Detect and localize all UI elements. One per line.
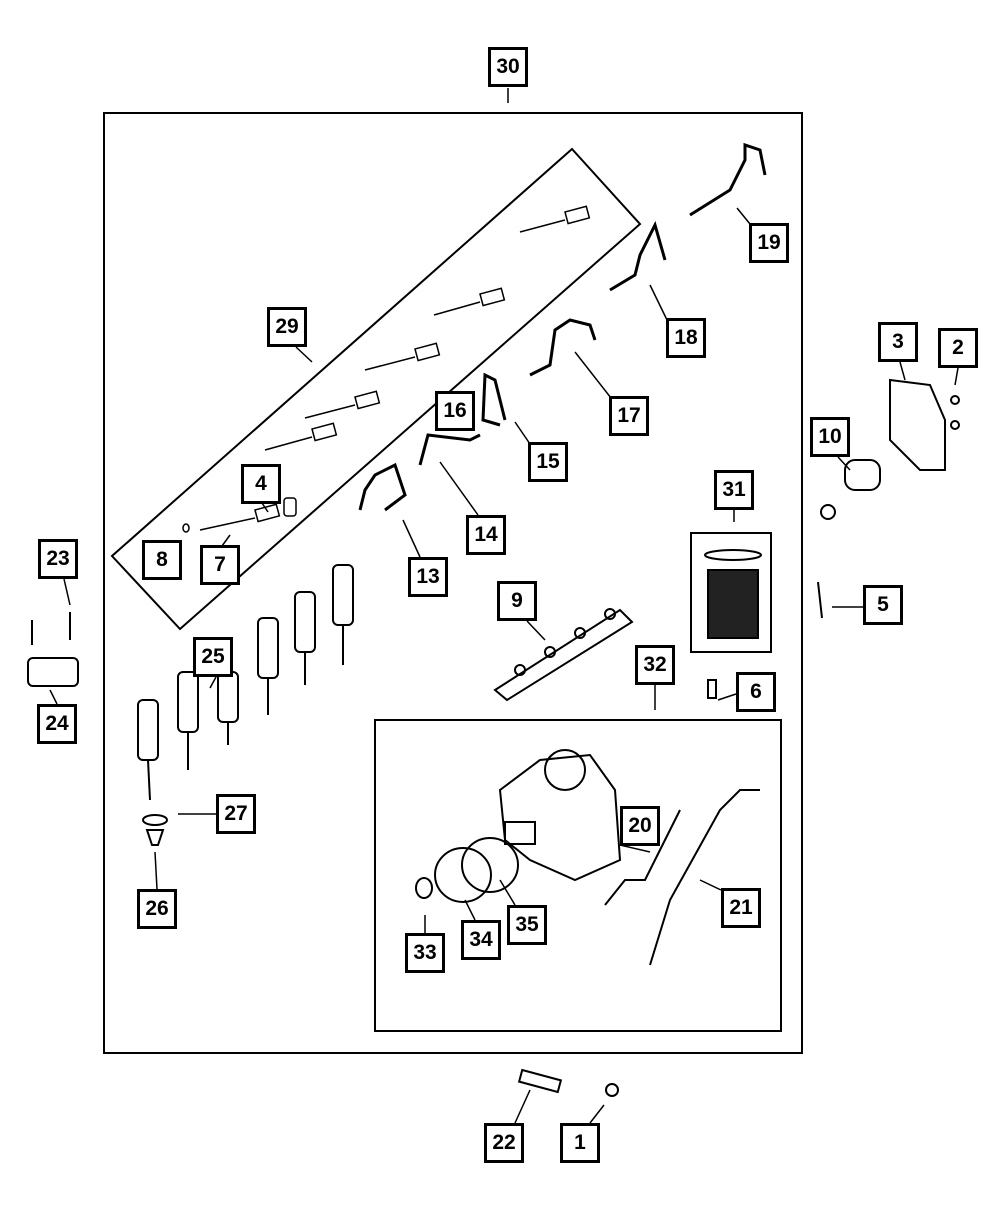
injectors: [137, 564, 354, 846]
callout-3: 3: [878, 322, 918, 362]
injector-tubes-29: [182, 205, 591, 533]
callout-19: 19: [749, 223, 789, 263]
callout-18: 18: [666, 318, 706, 358]
group-31-frame: [690, 532, 772, 653]
callout-23: 23: [38, 539, 78, 579]
group-29-frame: [110, 147, 642, 631]
callout-14: 14: [466, 515, 506, 555]
callout-4: 4: [241, 464, 281, 504]
fuel-filter-31: [704, 549, 762, 639]
callout-22: 22: [484, 1123, 524, 1163]
callout-30: 30: [488, 47, 528, 87]
callout-29: 29: [267, 307, 307, 347]
fuel-rail-9: [493, 608, 634, 702]
callout-27: 27: [216, 794, 256, 834]
callout-1: 1: [560, 1123, 600, 1163]
callout-9: 9: [497, 581, 537, 621]
leader-lines: [49, 88, 959, 1124]
fuel-pump-32: [415, 749, 760, 966]
callout-16: 16: [435, 391, 475, 431]
callout-13: 13: [408, 557, 448, 597]
callout-2: 2: [938, 328, 978, 368]
loose-parts: [517, 1068, 619, 1097]
callout-26: 26: [137, 889, 177, 929]
callout-35: 35: [507, 905, 547, 945]
callout-17: 17: [609, 396, 649, 436]
callout-8: 8: [142, 540, 182, 580]
fuel-lines: [358, 142, 767, 512]
callout-5: 5: [863, 585, 903, 625]
callout-31: 31: [714, 470, 754, 510]
callout-21: 21: [721, 888, 761, 928]
callout-7: 7: [200, 545, 240, 585]
callout-32: 32: [635, 645, 675, 685]
callout-15: 15: [528, 442, 568, 482]
callout-34: 34: [461, 920, 501, 960]
callout-33: 33: [405, 933, 445, 973]
callout-20: 20: [620, 806, 660, 846]
group-32-frame: [374, 719, 782, 1032]
assembly-30-frame: [103, 112, 803, 1054]
callout-25: 25: [193, 637, 233, 677]
callout-6: 6: [736, 672, 776, 712]
callout-10: 10: [810, 417, 850, 457]
bracket-parts: [27, 378, 960, 699]
callout-24: 24: [37, 704, 77, 744]
